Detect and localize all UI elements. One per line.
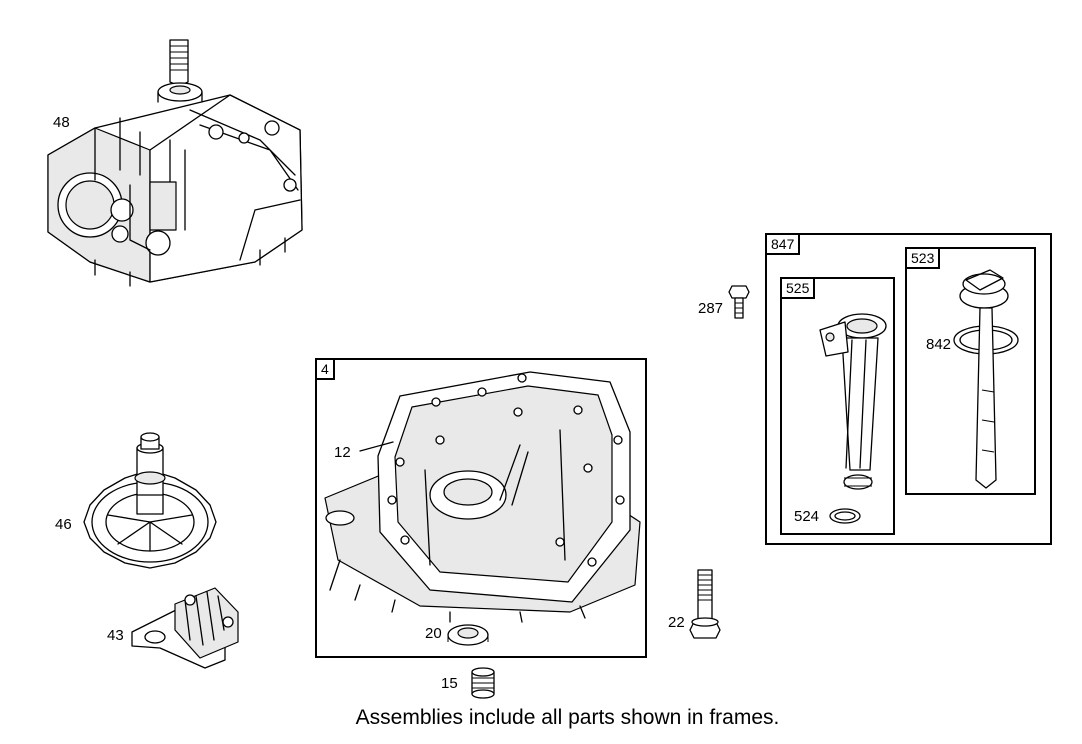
governor-drawing: [131, 587, 239, 669]
crankcase-drawing: [47, 39, 303, 287]
assembly-frame-847: 847: [765, 233, 1052, 545]
assembly-frame-525: 525: [780, 277, 895, 535]
part-label-287: 287: [698, 300, 724, 317]
frame-label-4: 4: [315, 358, 335, 380]
frame-label-523: 523: [905, 247, 941, 269]
assembly-frame-523: 523: [905, 247, 1036, 495]
part-label-15: 15: [441, 675, 458, 692]
frame-label-847: 847: [765, 233, 801, 255]
dipstick-drawing: [953, 269, 1019, 489]
bolt-22-drawing: [689, 569, 721, 639]
part-label-20: 20: [425, 625, 442, 642]
assembly-frame-4: 4: [315, 358, 647, 658]
part-label-842: 842: [926, 336, 952, 353]
sump-drawing: [324, 371, 641, 646]
frame-label-525: 525: [780, 277, 816, 299]
screw-287-drawing: [728, 285, 750, 319]
dipstick-tube-drawing: [819, 313, 887, 524]
part-label-46: 46: [55, 516, 72, 533]
part-label-48: 48: [53, 114, 70, 131]
plug-drawing: [471, 667, 495, 699]
part-label-524: 524: [794, 508, 820, 525]
part-label-43: 43: [107, 627, 124, 644]
part-label-22: 22: [668, 614, 685, 631]
assemblies-footnote: Assemblies include all parts shown in fr…: [355, 706, 780, 729]
camshaft-drawing: [83, 432, 217, 569]
part-label-12: 12: [334, 444, 351, 461]
